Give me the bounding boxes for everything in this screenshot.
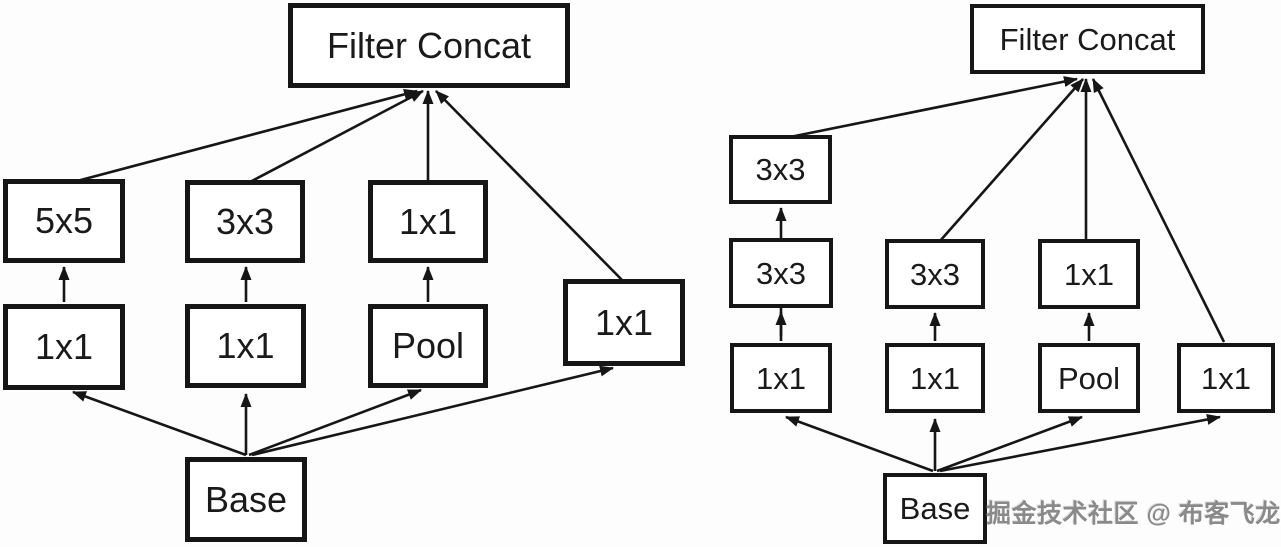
right-pool-box: Pool bbox=[1038, 343, 1140, 413]
left-conv-1x1-top-box: 1x1 bbox=[368, 180, 488, 263]
edge-left-3x3-to-concat bbox=[249, 89, 424, 184]
left-conv-3x3-box: 3x3 bbox=[185, 180, 305, 263]
edge-right-top3x3-to-concat bbox=[789, 76, 1078, 139]
right-conv-1x1-side-box: 1x1 bbox=[1177, 343, 1275, 413]
edge-left-side1x1-to-concat bbox=[435, 90, 624, 282]
left-base-box: Base bbox=[185, 457, 307, 542]
right-filter-concat-box: Filter Concat bbox=[970, 4, 1205, 74]
left-conv-1x1-side-box: 1x1 bbox=[563, 279, 685, 366]
right-conv-1x1-top-box: 1x1 bbox=[1038, 239, 1140, 309]
edge-left-base-to-side1x1 bbox=[251, 365, 614, 457]
left-pool-box: Pool bbox=[368, 304, 488, 388]
edge-right-base-to-pool bbox=[936, 415, 1083, 473]
right-conv-3x3-b-box: 3x3 bbox=[885, 239, 985, 309]
left-filter-concat-box: Filter Concat bbox=[288, 3, 570, 88]
edge-left-base-to-pool bbox=[248, 388, 422, 457]
edge-right-base-to-side1x1 bbox=[939, 414, 1221, 473]
right-conv-1x1-a-box: 1x1 bbox=[730, 343, 832, 413]
left-conv-1x1-b-box: 1x1 bbox=[185, 304, 306, 388]
edge-left-base-to-1x1a bbox=[72, 390, 247, 457]
left-conv-5x5-box: 5x5 bbox=[3, 179, 125, 263]
right-base-box: Base bbox=[883, 473, 987, 544]
edge-left-5x5-to-concat bbox=[76, 89, 418, 183]
edge-right-3x3-to-concat bbox=[939, 78, 1084, 242]
right-conv-1x1-b-box: 1x1 bbox=[885, 343, 985, 413]
left-conv-1x1-a-box: 1x1 bbox=[3, 304, 125, 390]
right-conv-3x3-top-box: 3x3 bbox=[729, 135, 832, 204]
edge-right-side1x1-to-concat bbox=[1091, 78, 1226, 343]
watermark-text: 掘金技术社区 @ 布客飞龙 bbox=[986, 500, 1281, 528]
edge-right-base-to-1x1a bbox=[785, 415, 934, 473]
right-conv-3x3-a-box: 3x3 bbox=[729, 238, 833, 308]
